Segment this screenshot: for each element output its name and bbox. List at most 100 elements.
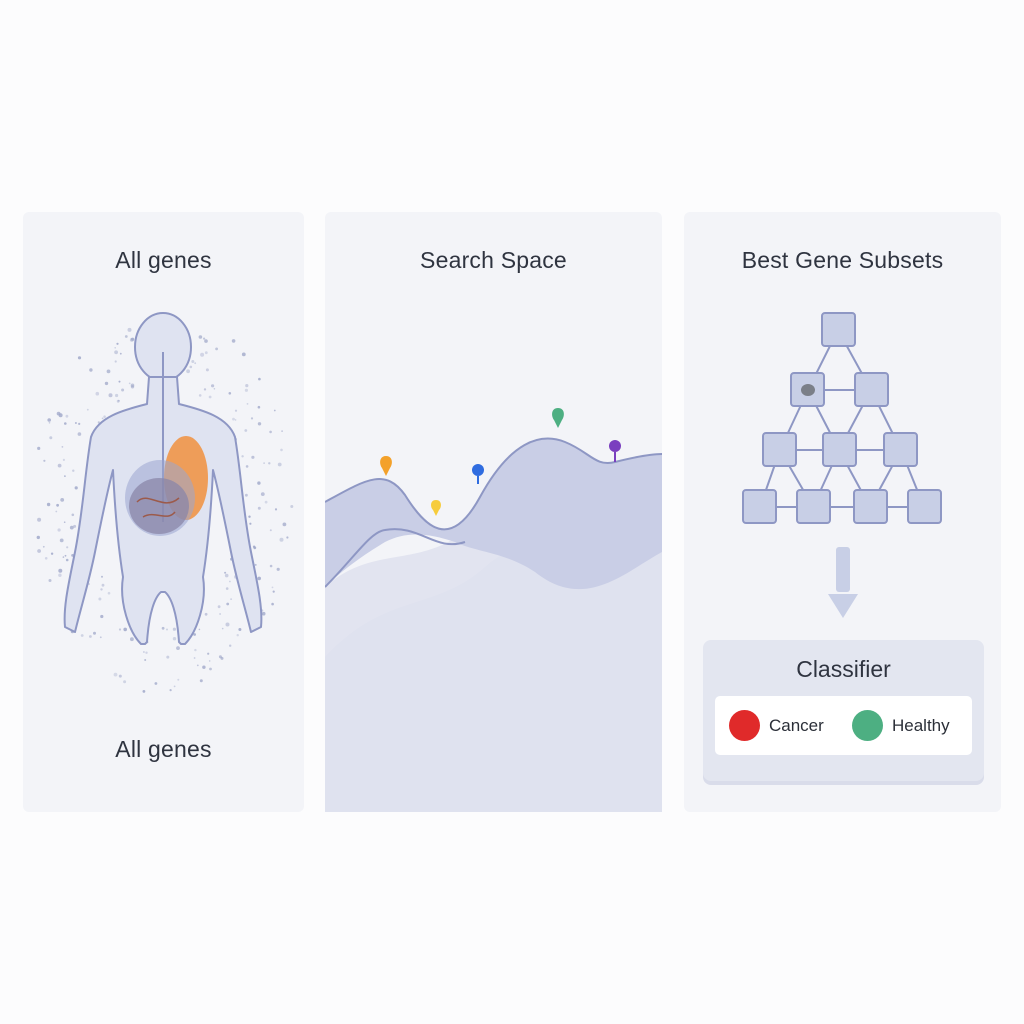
gene-dot bbox=[229, 580, 231, 583]
gene-dot bbox=[64, 422, 67, 425]
gene-dot bbox=[64, 475, 66, 477]
gene-dot bbox=[161, 626, 165, 630]
gene-dot bbox=[129, 338, 134, 342]
gene-dot bbox=[173, 685, 176, 688]
gene-dot bbox=[273, 409, 276, 412]
gene-dot bbox=[77, 432, 82, 436]
gene-dot bbox=[89, 635, 92, 638]
gene-dot bbox=[93, 631, 96, 635]
gene-dot bbox=[172, 637, 177, 641]
gene-dot bbox=[108, 393, 113, 398]
gene-dot bbox=[245, 465, 249, 468]
gene-dot bbox=[231, 339, 236, 343]
gene-dot bbox=[123, 680, 127, 684]
legend-item-cancer: Cancer bbox=[729, 696, 824, 755]
gene-dot bbox=[277, 462, 282, 467]
gene-dot bbox=[245, 493, 248, 497]
gene-dot bbox=[89, 368, 93, 372]
gene-dot bbox=[56, 503, 59, 507]
gene-dot bbox=[245, 384, 249, 388]
gene-dot bbox=[263, 462, 265, 464]
gene-dot bbox=[254, 563, 257, 566]
gene-dot bbox=[65, 414, 69, 418]
gene-dot bbox=[229, 644, 232, 647]
gene-dot bbox=[269, 529, 272, 532]
gene-dot bbox=[37, 517, 42, 522]
gene-dot bbox=[204, 612, 208, 616]
gene-dot bbox=[88, 583, 90, 585]
gene-dot bbox=[123, 627, 127, 632]
gene-dot bbox=[251, 455, 255, 459]
gene-dot bbox=[118, 399, 120, 402]
gene-dot bbox=[118, 380, 121, 383]
gene-dot bbox=[154, 682, 158, 685]
gene-dot bbox=[211, 384, 215, 388]
all-genes-panel: All genes All genes bbox=[23, 212, 304, 812]
gene-dot bbox=[205, 368, 209, 372]
classifier-title: Classifier bbox=[796, 656, 891, 682]
gene-dot bbox=[114, 350, 118, 355]
classifier-box: Classifier Cancer Healthy bbox=[703, 640, 984, 781]
gene-dot bbox=[98, 597, 102, 601]
gene-dot bbox=[271, 586, 274, 589]
gene-dot bbox=[130, 385, 135, 389]
gene-dot bbox=[286, 536, 289, 539]
gene-dot bbox=[78, 422, 81, 425]
gene-dot bbox=[47, 418, 51, 422]
gene-dot bbox=[118, 628, 122, 631]
healthy-label: Healthy bbox=[892, 715, 950, 735]
gene-dot bbox=[77, 356, 82, 360]
gene-dot bbox=[272, 590, 275, 593]
gene-dot bbox=[72, 469, 75, 472]
gene-dot bbox=[50, 552, 54, 555]
gene-dot bbox=[103, 415, 106, 418]
landscape-curve-icon bbox=[325, 408, 662, 812]
gene-dot bbox=[115, 393, 119, 398]
gene-dot bbox=[232, 417, 235, 421]
gene-dot bbox=[248, 515, 251, 518]
gene-dot bbox=[142, 690, 146, 693]
gene-dot bbox=[204, 339, 208, 343]
gene-dot bbox=[246, 403, 249, 405]
gene-dot bbox=[225, 622, 230, 627]
gene-dot bbox=[127, 327, 132, 332]
gene-dot bbox=[61, 446, 64, 448]
gene-dot bbox=[99, 636, 102, 639]
gene-dot bbox=[116, 342, 119, 345]
gene-dot bbox=[208, 395, 212, 399]
gene-dot bbox=[194, 648, 197, 652]
gene-dot bbox=[269, 430, 272, 434]
gene-dot bbox=[62, 556, 65, 558]
cancer-swatch bbox=[729, 710, 760, 741]
gene-dot bbox=[202, 665, 206, 669]
gene-dot bbox=[57, 528, 61, 532]
gene-dot bbox=[37, 549, 41, 553]
gene-dot bbox=[257, 422, 262, 426]
gene-dot bbox=[213, 388, 216, 390]
best-gene-subsets-panel: Best Gene Subsets bbox=[684, 212, 1001, 812]
gene-dot bbox=[144, 659, 147, 661]
gene-dot bbox=[234, 409, 238, 412]
gene-dot bbox=[208, 660, 211, 662]
gene-dot bbox=[107, 591, 111, 595]
gene-dot bbox=[101, 575, 103, 578]
gene-dot bbox=[48, 422, 51, 424]
gene-dot bbox=[104, 381, 109, 386]
gene-dot bbox=[121, 388, 125, 392]
gene-dot bbox=[62, 458, 65, 461]
gene-dot bbox=[60, 498, 65, 502]
gene-dot bbox=[200, 352, 205, 357]
gene-dot bbox=[264, 500, 268, 504]
gene-dot bbox=[268, 462, 271, 465]
gene-dot bbox=[228, 392, 232, 395]
gene-dot bbox=[114, 347, 116, 349]
gene-dot bbox=[49, 436, 53, 440]
gene-dot bbox=[37, 446, 41, 450]
gene-dot bbox=[276, 567, 280, 571]
gene-dot bbox=[73, 524, 77, 528]
gene-dot bbox=[130, 637, 134, 642]
gene-dot bbox=[48, 579, 52, 582]
gene-dot bbox=[280, 448, 283, 452]
gene-dot bbox=[69, 525, 74, 530]
best-gene-subsets-title: Best Gene Subsets bbox=[741, 247, 944, 273]
